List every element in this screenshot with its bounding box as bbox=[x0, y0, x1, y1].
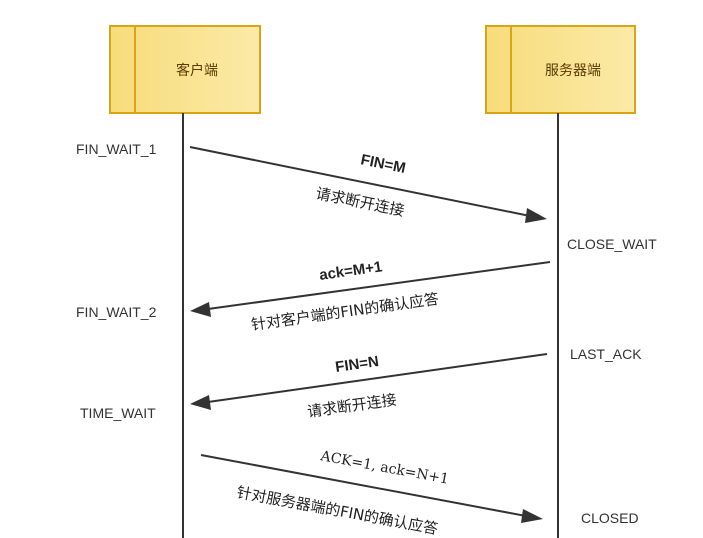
state-last-ack: LAST_ACK bbox=[570, 346, 642, 362]
message-fin-n-bottom: 请求断开连接 bbox=[306, 391, 398, 421]
message-ack-n1-bottom: 针对服务器端的FIN的确认应答 bbox=[235, 483, 439, 538]
client-label: 客户端 bbox=[176, 62, 218, 79]
message-ack-m1: ack=M+1 针对客户端的FIN的确认应答 bbox=[190, 258, 551, 334]
message-fin-n-top: FIN=N bbox=[334, 353, 380, 376]
message-ack-n1: ACK=1, ack=N+1 针对服务器端的FIN的确认应答 bbox=[200, 448, 543, 538]
message-fin-n: FIN=N 请求断开连接 bbox=[190, 353, 548, 421]
state-time-wait: TIME_WAIT bbox=[80, 405, 156, 421]
message-fin-m: FIN=M 请求断开连接 bbox=[189, 146, 547, 223]
state-fin-wait-2: FIN_WAIT_2 bbox=[76, 304, 157, 320]
client-box: 客户端 bbox=[109, 25, 261, 114]
message-ack-m1-top: ack=M+1 bbox=[318, 258, 383, 284]
server-box: 服务器端 bbox=[485, 25, 636, 114]
message-fin-m-bottom: 请求断开连接 bbox=[314, 184, 406, 220]
server-label: 服务器端 bbox=[545, 63, 601, 79]
message-fin-m-top: FIN=M bbox=[359, 151, 407, 177]
state-closed: CLOSED bbox=[581, 510, 639, 526]
state-fin-wait-1: FIN_WAIT_1 bbox=[76, 141, 157, 157]
state-close-wait: CLOSE_WAIT bbox=[567, 236, 657, 252]
message-ack-m1-bottom: 针对客户端的FIN的确认应答 bbox=[250, 290, 440, 334]
